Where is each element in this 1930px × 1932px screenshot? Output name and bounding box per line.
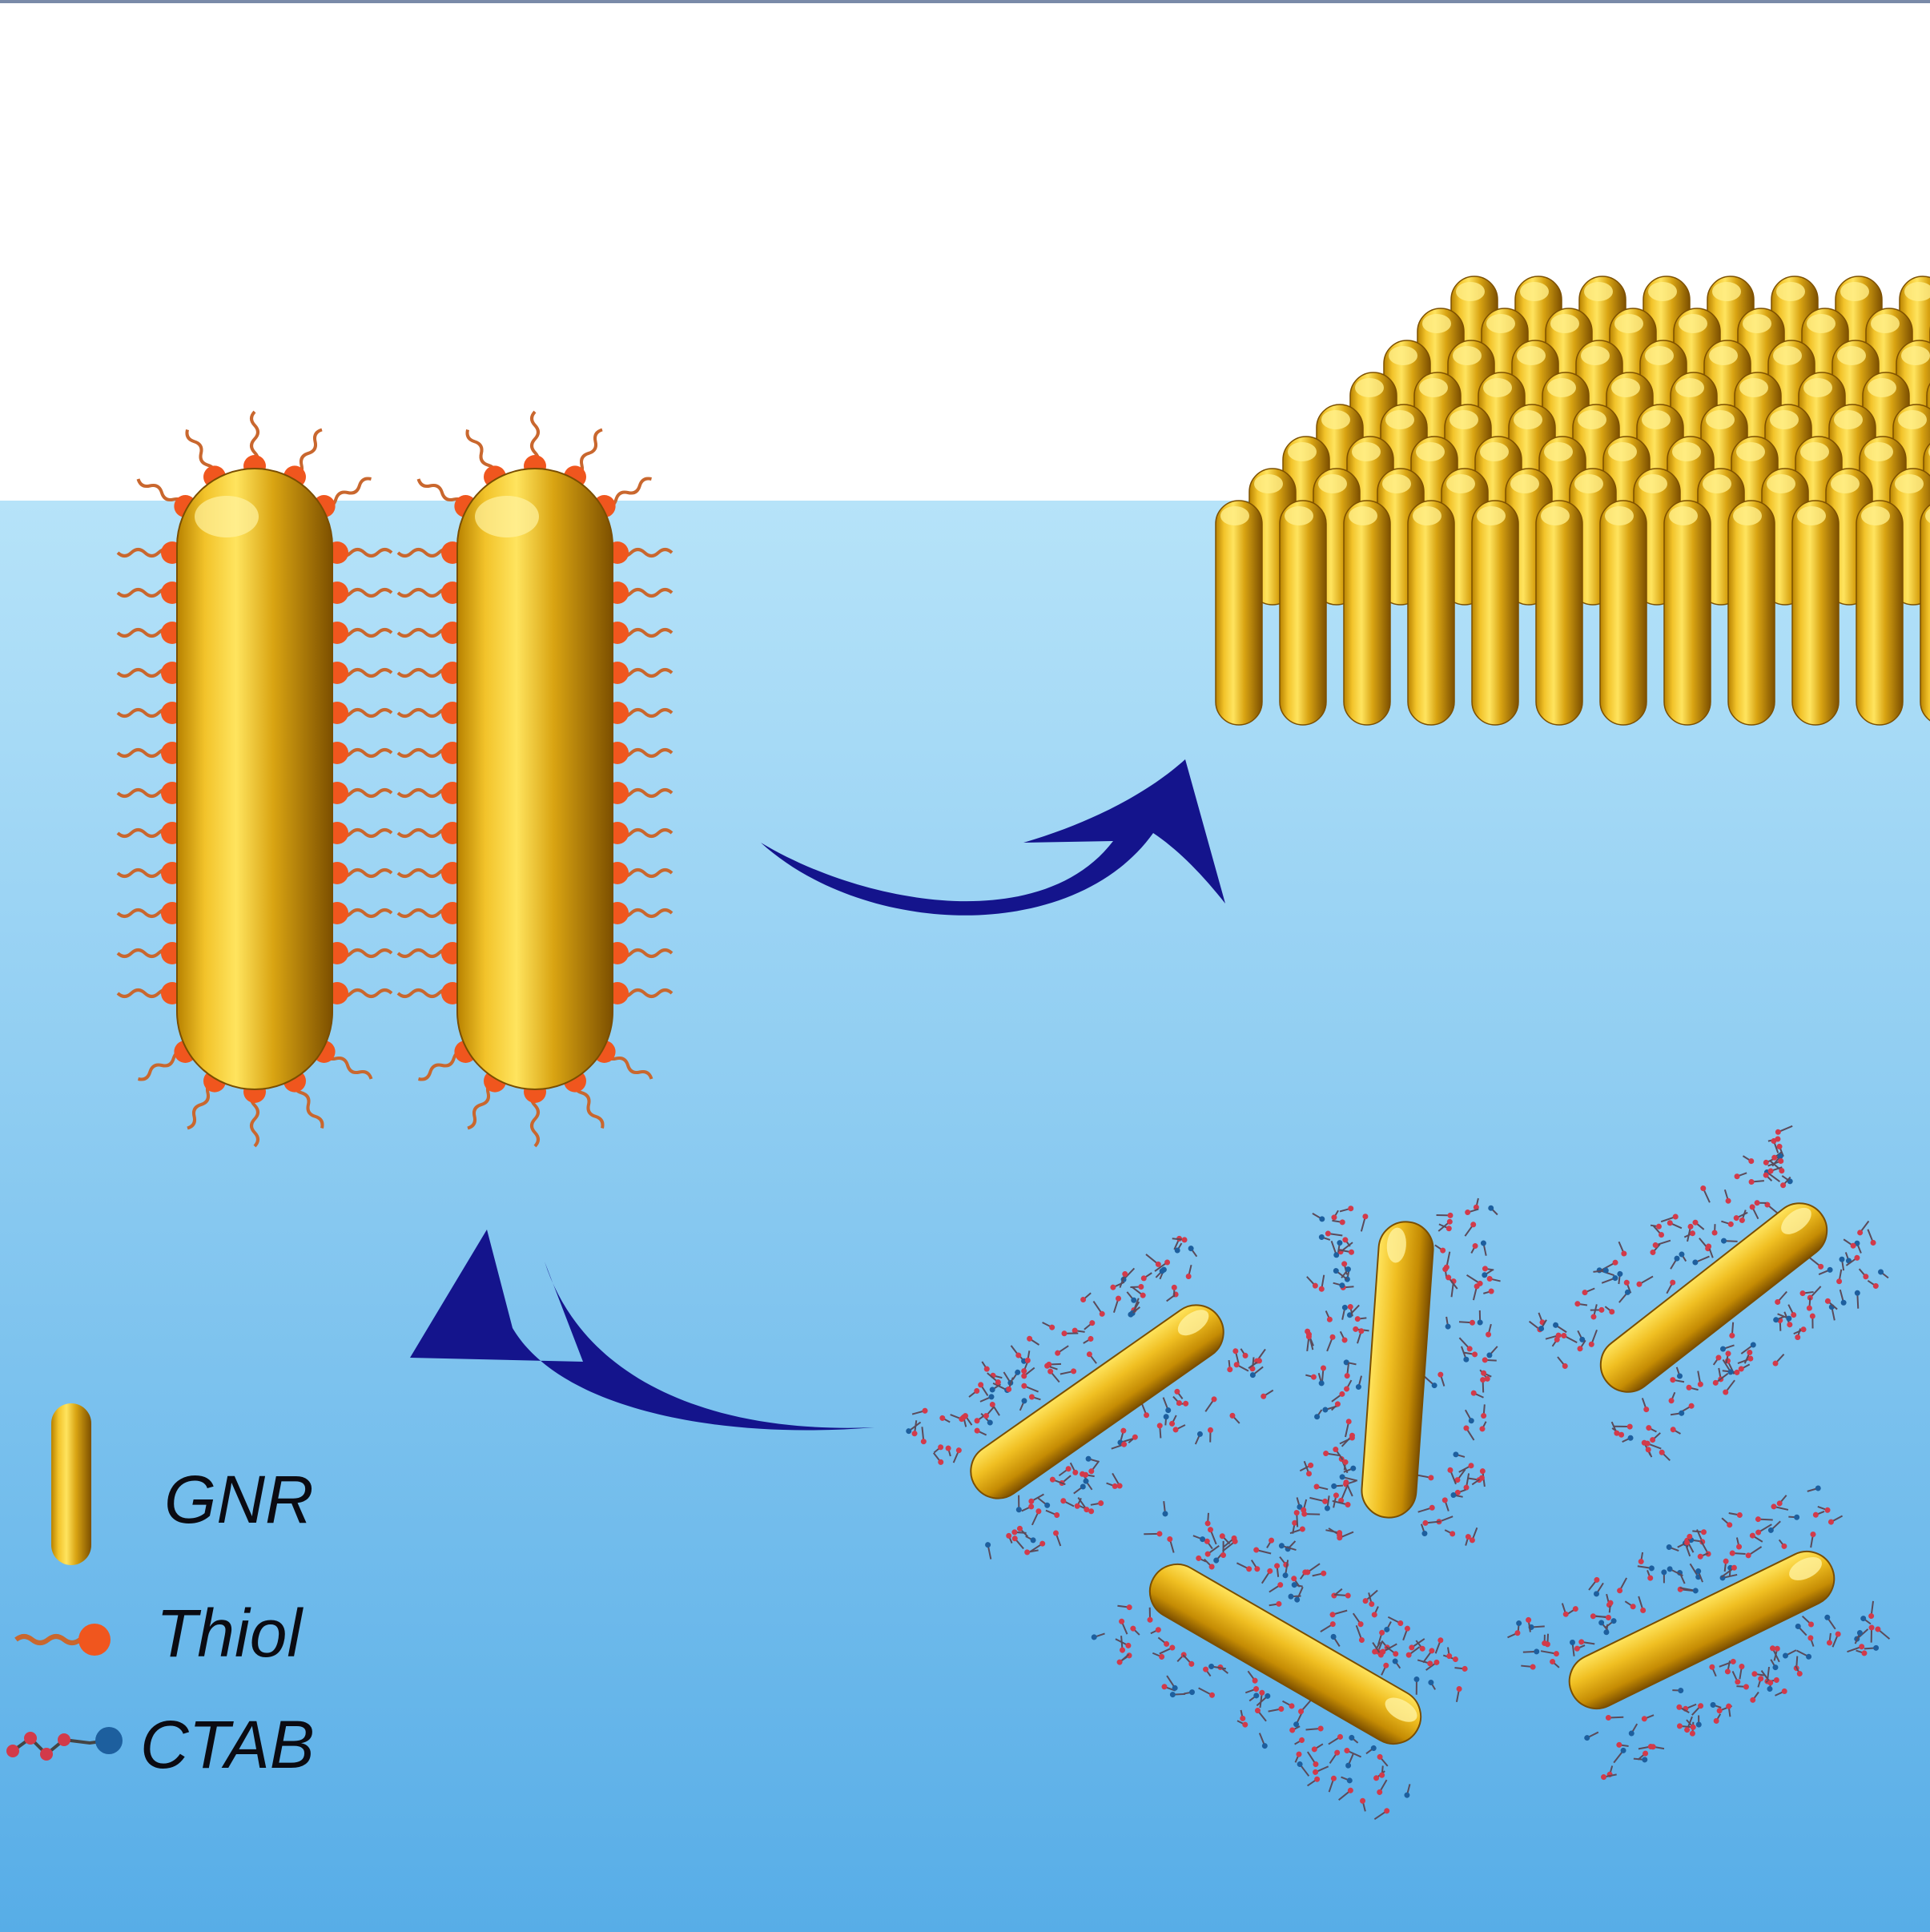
ctab-shell [906,1235,1274,1560]
superlattice-rod [1920,504,1930,722]
thiol-capped-gnr [396,410,673,1148]
ctab-ligand-icon [6,1727,123,1761]
superlattice-rod [1535,500,1583,726]
legend-label-gnr: GNR [164,1462,314,1537]
top-border [0,0,1930,3]
ctab-capped-gnr [906,1235,1274,1560]
superlattice-rod [1727,500,1775,726]
superlattice-rod [1215,500,1263,726]
gold-nanorod-icon [51,1403,91,1565]
legend-label-thiol: Thiol [156,1596,303,1671]
ctab-shell [1091,1501,1468,1821]
ctab-shell [1289,1197,1501,1546]
superlattice-rod [1343,500,1391,726]
thiol-capped-gnr-pair [116,410,673,1148]
legend [6,1403,123,1761]
superlattice-rod [1407,500,1455,726]
legend-label-ctab: CTAB [140,1707,315,1782]
superlattice-rod [1279,500,1327,726]
ctab-shell [1528,1125,1889,1461]
gnr-superlattice [1215,276,1930,726]
thiol-capped-gnr [116,410,393,1148]
superlattice-rod [1471,500,1519,726]
superlattice-rod [1856,500,1904,726]
superlattice-rod [1663,500,1711,726]
assembly-arrow [761,759,1225,916]
ctab-capped-gnr [1507,1485,1891,1781]
thiol-ligand-icon [14,1624,111,1656]
ctab-shell [1507,1485,1891,1781]
superlattice-rod [1791,500,1840,726]
ctab-capped-gnr-group [906,1125,1891,1821]
ctab-capped-gnr [1091,1501,1468,1821]
ctab-capped-gnr [1528,1125,1889,1461]
superlattice-rod [1599,500,1647,726]
ctab-capped-gnr [1289,1197,1501,1546]
ligand-exchange-arrow [410,1230,875,1431]
